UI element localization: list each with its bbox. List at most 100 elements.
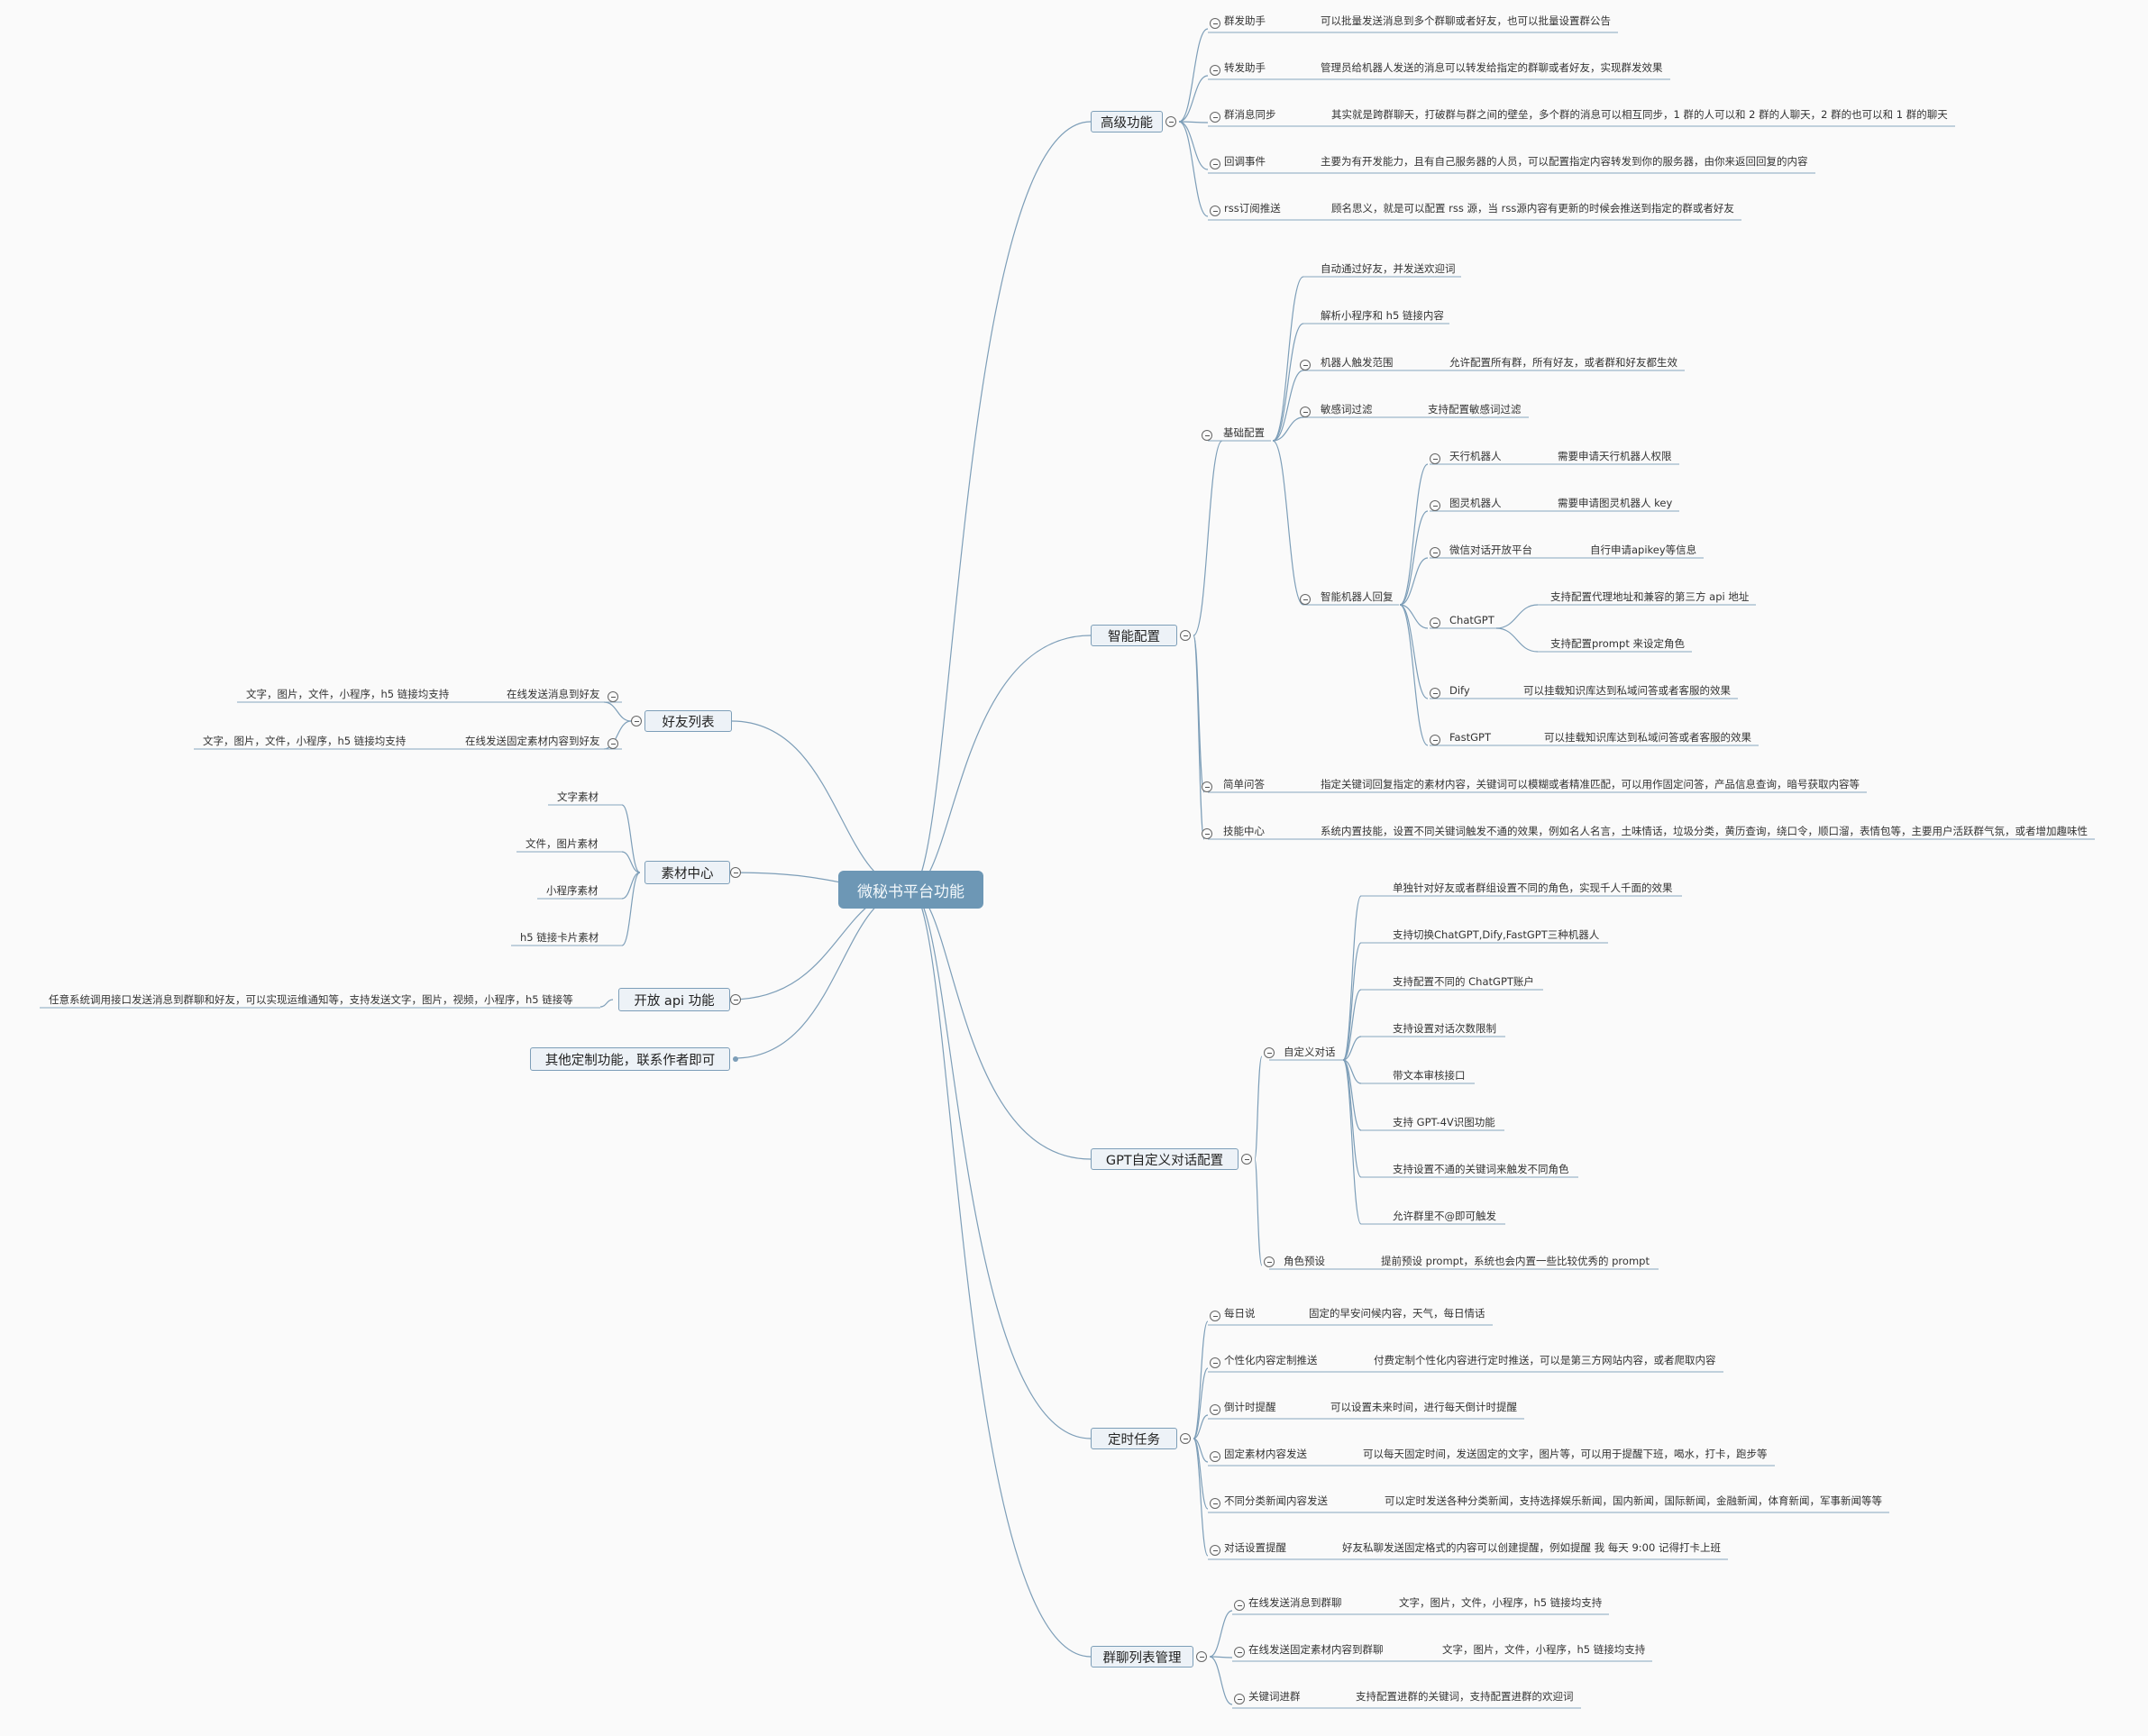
root-topic[interactable]: 微秘书平台功能 [838, 871, 983, 909]
branch-scheduled-tasks-toggle-icon[interactable] [1180, 1433, 1191, 1444]
connector [1193, 1438, 1209, 1557]
custom-dialog-option: 支持设置不通的关键词来触发不同角色 [1393, 1163, 1569, 1175]
connector [1209, 1656, 1233, 1658]
connector [1342, 1059, 1362, 1225]
collapse-toggle-icon[interactable] [1210, 1545, 1220, 1556]
connector [621, 872, 641, 946]
smart-config-item-label: 技能中心 [1223, 825, 1265, 837]
collapse-toggle-icon[interactable] [1210, 1404, 1220, 1415]
connector [1178, 121, 1209, 123]
branch-smart-config-toggle-icon[interactable] [1180, 630, 1191, 641]
branch-group-list-management[interactable]: 群聊列表管理 [1091, 1646, 1193, 1667]
connector [1254, 1158, 1263, 1266]
basic-config-item-label: 解析小程序和 h5 链接内容 [1321, 309, 1444, 322]
bot-option-desc: 自行申请apikey等信息 [1590, 544, 1697, 556]
connector [1209, 1656, 1233, 1705]
custom-dialog-label: 自定义对话 [1284, 1046, 1336, 1058]
bot-option-desc: 可以挂载知识库达到私域问答或者客服的效果 [1523, 684, 1731, 697]
collapse-toggle-icon[interactable] [1300, 407, 1311, 417]
collapse-toggle-icon[interactable] [1430, 453, 1440, 464]
collapse-toggle-icon[interactable] [1430, 547, 1440, 558]
collapse-toggle-icon[interactable] [1430, 500, 1440, 511]
collapse-toggle-icon[interactable] [1430, 688, 1440, 699]
collapse-toggle-icon[interactable] [1210, 159, 1220, 169]
friend-list-item-label: 在线发送消息到好友 [507, 688, 600, 700]
basic-config-item-label: 自动通过好友，并发送欢迎词 [1321, 262, 1456, 275]
advanced-feature-label: 转发助手 [1224, 61, 1266, 74]
branch-gpt-custom-dialog-toggle-icon[interactable] [1241, 1154, 1252, 1165]
scheduled-task-desc: 可以设置未来时间，进行每天倒计时提醒 [1330, 1401, 1517, 1413]
collapse-toggle-icon[interactable] [1300, 594, 1311, 605]
collapse-toggle-icon[interactable] [1210, 1357, 1220, 1368]
collapse-toggle-icon[interactable] [1300, 360, 1311, 370]
friend-list-item-label: 在线发送固定素材内容到好友 [465, 735, 600, 747]
bot-option-label: FastGPT [1449, 731, 1491, 744]
connector [1399, 604, 1429, 629]
connector [1178, 121, 1209, 217]
chatgpt-option-label: 支持配置prompt 来设定角色 [1550, 637, 1685, 650]
connector [1272, 440, 1304, 606]
friend-list-toggle-icon[interactable] [631, 716, 642, 726]
branch-scheduled-tasks[interactable]: 定时任务 [1091, 1428, 1177, 1449]
collapse-toggle-icon[interactable] [1234, 1694, 1245, 1704]
collapse-toggle-icon[interactable] [1202, 781, 1212, 792]
advanced-feature-label: 群消息同步 [1224, 108, 1276, 121]
collapse-toggle-icon[interactable] [1210, 206, 1220, 216]
collapse-toggle-icon[interactable] [1210, 65, 1220, 76]
scheduled-task-desc: 好友私聊发送固定格式的内容可以创建提醒，例如提醒 我 每天 9:00 记得打卡上… [1342, 1541, 1721, 1554]
collapse-toggle-icon[interactable] [1210, 1311, 1220, 1321]
collapse-toggle-icon[interactable] [1234, 1647, 1245, 1658]
branch-friend-list[interactable]: 好友列表 [644, 710, 732, 732]
scheduled-task-desc: 固定的早安问候内容，天气，每日情话 [1309, 1307, 1485, 1320]
collapse-toggle-icon[interactable] [1210, 1451, 1220, 1462]
collapse-toggle-icon[interactable] [1210, 112, 1220, 123]
scheduled-task-label: 倒计时提醒 [1224, 1401, 1276, 1413]
branch-material-center[interactable]: 素材中心 [644, 861, 730, 884]
bot-option-label: 天行机器人 [1449, 450, 1502, 462]
role-preset-desc: 提前预设 prompt，系统也会内置一些比较优秀的 prompt [1381, 1255, 1650, 1267]
collapse-toggle-icon[interactable] [1202, 828, 1212, 839]
collapse-toggle-icon[interactable] [1430, 617, 1440, 628]
open-api-toggle-icon[interactable] [730, 994, 741, 1005]
role-preset-toggle-icon[interactable] [1264, 1256, 1275, 1267]
collapse-toggle-icon[interactable] [608, 738, 618, 749]
collapse-toggle-icon[interactable] [1234, 1600, 1245, 1611]
material-item-label: h5 链接卡片素材 [520, 931, 599, 944]
connector [1342, 895, 1362, 1061]
connector [1399, 510, 1429, 606]
connector [1272, 370, 1304, 442]
branch-gpt-custom-dialog[interactable]: GPT自定义对话配置 [1091, 1148, 1239, 1170]
connector [1342, 989, 1362, 1061]
collapse-toggle-icon[interactable] [1210, 1498, 1220, 1509]
connector [1254, 1055, 1263, 1160]
branch-advanced-features[interactable]: 高级功能 [1091, 111, 1163, 132]
basic-config-item-desc: 支持配置敏感词过滤 [1428, 403, 1522, 416]
connector [1399, 604, 1429, 746]
connector [603, 701, 632, 722]
group-list-item-label: 关键词进群 [1248, 1690, 1301, 1703]
branch-group-list-management-toggle-icon[interactable] [1196, 1651, 1207, 1662]
bot-option-desc: 需要申请天行机器人权限 [1558, 450, 1672, 462]
custom-dialog-toggle-icon[interactable] [1264, 1047, 1275, 1058]
custom-dialog-option: 支持切换ChatGPT,Dify,FastGPT三种机器人 [1393, 928, 1600, 941]
connector [1193, 1414, 1209, 1439]
collapse-toggle-icon[interactable] [1430, 735, 1440, 745]
group-list-item-desc: 文字，图片，文件，小程序，h5 链接均支持 [1442, 1643, 1646, 1656]
material-item-label: 小程序素材 [546, 884, 599, 897]
collapse-toggle-icon[interactable] [1210, 18, 1220, 29]
connector [1193, 635, 1205, 840]
basic-config-toggle-icon[interactable] [1202, 430, 1212, 441]
advanced-feature-desc: 可以批量发送消息到多个群聊或者好友，也可以批量设置群公告 [1321, 14, 1611, 27]
leaf-endpoint-icon [733, 1056, 738, 1062]
branch-smart-config[interactable]: 智能配置 [1091, 625, 1177, 646]
collapse-toggle-icon[interactable] [608, 691, 618, 702]
branch-open-api[interactable]: 开放 api 功能 [618, 988, 730, 1011]
material-center-toggle-icon[interactable] [730, 867, 741, 878]
branch-other-customization[interactable]: 其他定制功能，联系作者即可 [530, 1047, 730, 1071]
connector [731, 720, 911, 891]
group-list-item-label: 在线发送消息到群聊 [1248, 1596, 1342, 1609]
branch-advanced-features-toggle-icon[interactable] [1165, 116, 1176, 127]
custom-dialog-option: 支持配置不同的 ChatGPT账户 [1393, 975, 1534, 988]
connector [1342, 1059, 1362, 1131]
